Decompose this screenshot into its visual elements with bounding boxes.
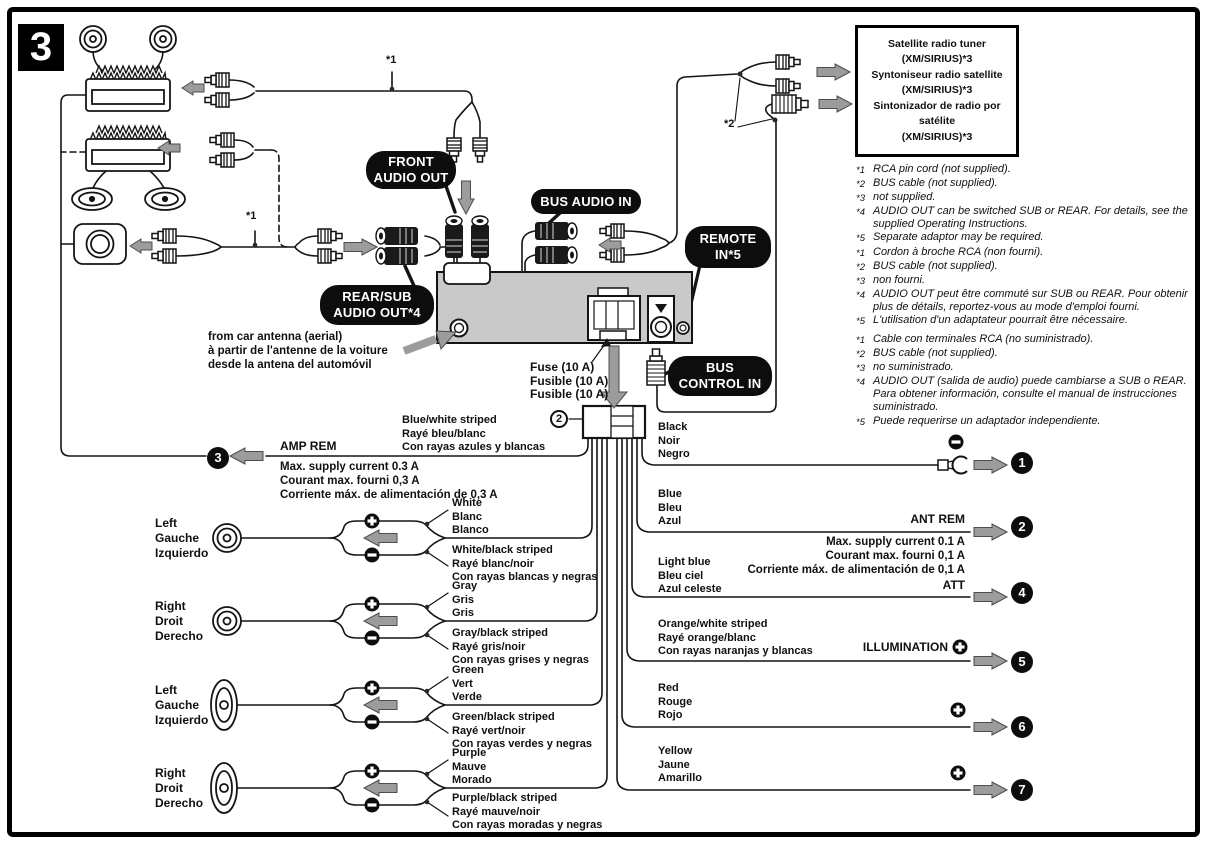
front-speaker-icons bbox=[212, 523, 242, 636]
fuse-pointer-head bbox=[601, 338, 611, 347]
terminal-num-1: 1 bbox=[1011, 452, 1033, 474]
ground-terminal-icon bbox=[937, 455, 968, 475]
connector-num-2: 2 bbox=[550, 410, 568, 428]
marker-1-top: *1 bbox=[386, 54, 397, 66]
power-connector-socket bbox=[587, 287, 641, 341]
amp-rem-label: AMP REM bbox=[280, 439, 337, 453]
antenna-arrow-head bbox=[435, 330, 458, 351]
antenna-note: from car antenna (aerial)à partir de l'a… bbox=[208, 331, 388, 371]
illumination-label: ILLUMINATION bbox=[862, 640, 948, 654]
flow-arrows bbox=[129, 63, 1008, 799]
tweeter-speakers bbox=[79, 25, 177, 53]
satellite-tuner-box: Satellite radio tuner (XM/SIRIUS)*3 Synt… bbox=[855, 25, 1019, 157]
wires bbox=[60, 51, 971, 817]
subwoofer bbox=[73, 223, 127, 265]
antenna-arrow-shaft bbox=[402, 335, 438, 355]
ant-rem-label: ANT REM bbox=[910, 512, 965, 526]
att-label: ATT bbox=[942, 578, 965, 592]
satellite-line: (XM/SIRIUS)*3 bbox=[901, 53, 973, 66]
head-unit bbox=[436, 262, 693, 344]
bus-control-socket bbox=[647, 295, 675, 343]
unit-to-harness-arrow bbox=[599, 345, 629, 409]
marker-1-left: *1 bbox=[246, 210, 257, 222]
rear-speaker-icons bbox=[210, 679, 238, 814]
junction-dots bbox=[252, 71, 778, 805]
marker-2-bus: *2 bbox=[724, 118, 735, 130]
terminal-num-7: 7 bbox=[1011, 779, 1033, 801]
terminal-num-6: 6 bbox=[1011, 716, 1033, 738]
satellite-line: (XM/SIRIUS)*3 bbox=[901, 130, 973, 143]
amplifier-2 bbox=[85, 124, 171, 172]
fuse-slot bbox=[599, 330, 627, 341]
terminal-num-3: 3 bbox=[207, 447, 229, 469]
satellite-line: Syntoniseur radio satellite bbox=[871, 68, 1003, 81]
rca-jacks bbox=[375, 215, 578, 266]
satellite-line: Satellite radio tuner bbox=[887, 37, 987, 50]
amplifier-1 bbox=[85, 64, 171, 112]
oval-speakers-top bbox=[71, 187, 186, 211]
terminal-num-5: 5 bbox=[1011, 651, 1033, 673]
terminal-num-4: 4 bbox=[1011, 582, 1033, 604]
fuse-note: Fuse (10 A)Fusible (10 A)Fusible (10 A) bbox=[530, 360, 609, 401]
satellite-line: Sintonizador de radio por satélite bbox=[873, 99, 1001, 128]
harness-connector bbox=[581, 404, 647, 440]
step-number-badge: 3 bbox=[18, 24, 64, 71]
terminal-num-2: 2 bbox=[1011, 516, 1033, 538]
bus-audio-in-label: BUS AUDIO IN bbox=[531, 189, 641, 214]
satellite-line: (XM/SIRIUS)*3 bbox=[901, 84, 973, 97]
